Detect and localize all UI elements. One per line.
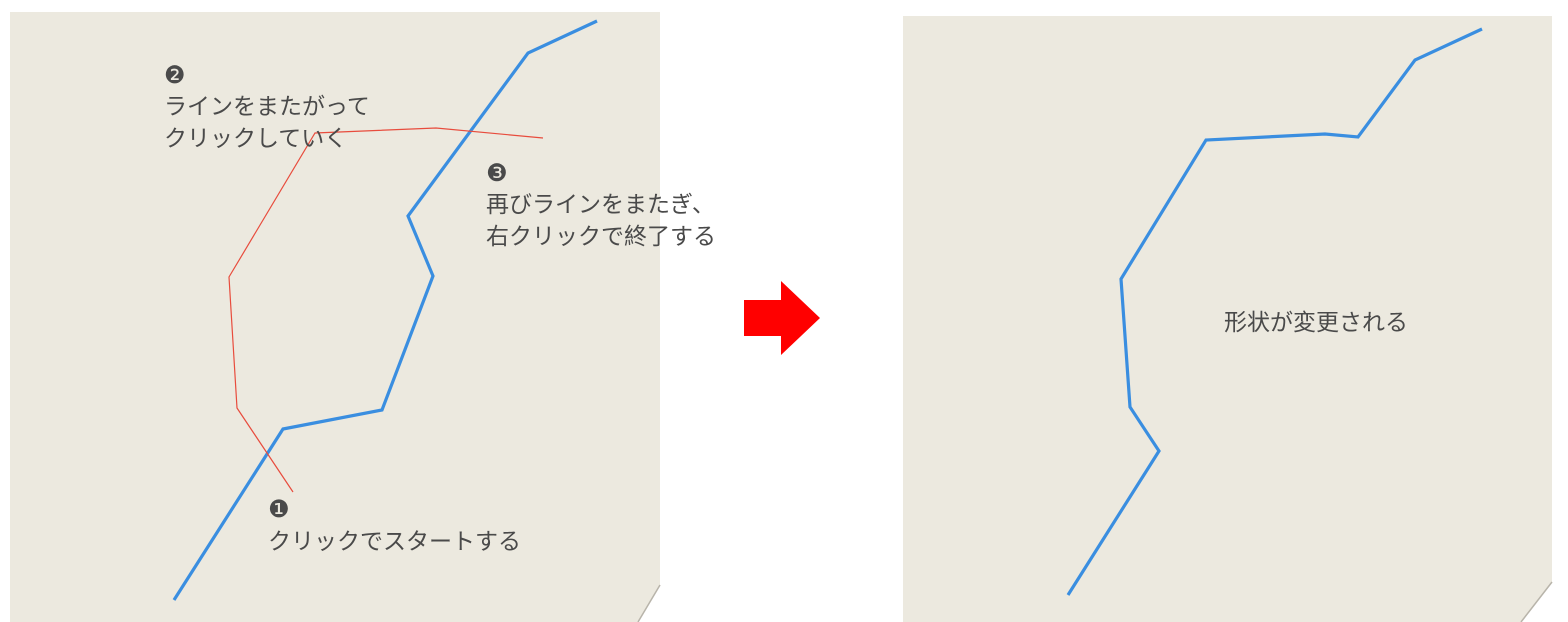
after-map-fold-edge: [1520, 581, 1553, 622]
step2-text-line1: ラインをまたがって: [164, 94, 370, 120]
before-map-background: [10, 12, 660, 622]
modified-line: [1066, 27, 1483, 596]
after-map-panel: 形状が変更される: [903, 16, 1553, 622]
before-map-fold-edge: [637, 584, 661, 622]
step3-number: ❸: [486, 159, 508, 187]
edit-path-line: [228, 127, 544, 493]
result-caption: 形状が変更される: [1224, 310, 1408, 336]
step3-text-line2: 右クリックで終了する: [486, 224, 716, 250]
step2-number: ❷: [164, 61, 186, 89]
step3-text-line1: 再びラインをまたぎ、: [486, 192, 715, 218]
step1-text: クリックでスタートする: [268, 529, 521, 555]
step1-number: ❶: [268, 495, 290, 523]
original-line: [172, 19, 598, 601]
after-map-background: [903, 16, 1552, 622]
step2-text-line2: クリックしていく: [164, 126, 347, 152]
right-arrow-icon: [744, 281, 820, 355]
before-map-panel: ❷ ラインをまたがって クリックしていく ❸ 再びラインをまたぎ、 右クリックで…: [10, 12, 716, 622]
